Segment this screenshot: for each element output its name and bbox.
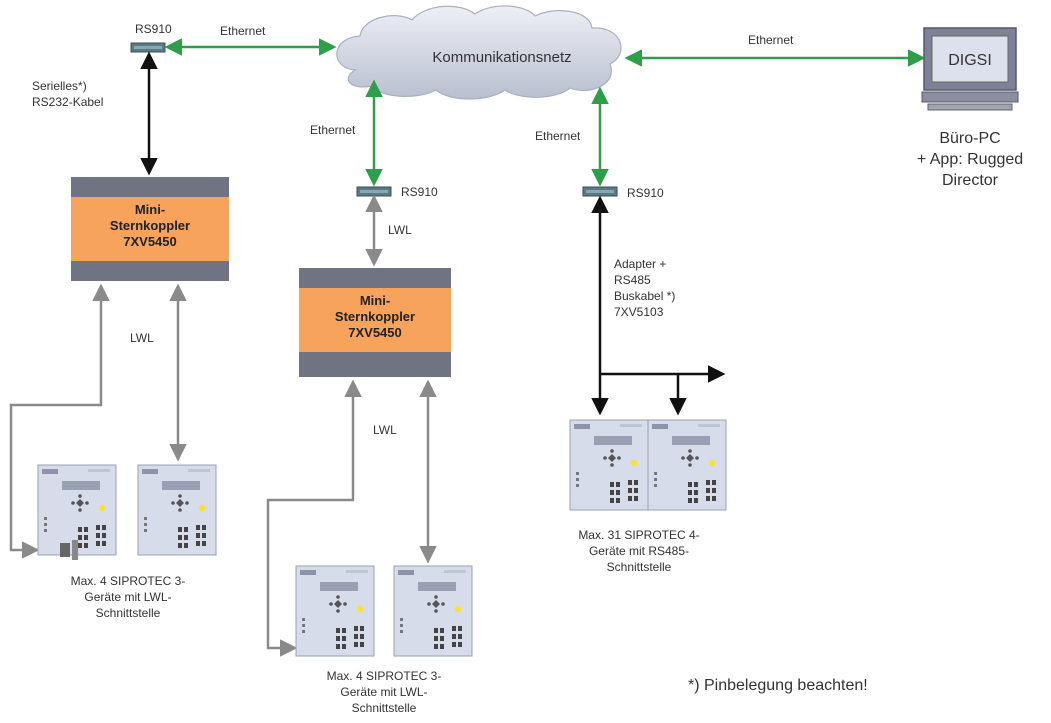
- fiber-link-middle-a: [266, 379, 362, 657]
- rs910-label-middle: RS910: [401, 185, 438, 199]
- lwl-label-middle-bottom: LWL: [373, 423, 397, 437]
- pc-screen-label: DIGSI: [948, 52, 992, 69]
- devices-right-line3: Schnittstelle: [607, 560, 672, 574]
- rs910-device-middle: [356, 186, 392, 197]
- siprotec4-device-right-2: [647, 419, 727, 511]
- footnote: *) Pinbelegung beachten!: [688, 677, 868, 694]
- siprotec3-device-left-2: [137, 464, 217, 556]
- devices-right-line1: Max. 31 SIPROTEC 4-: [578, 528, 699, 542]
- siprotec3-device-middle-2: [393, 565, 473, 657]
- star-coupler-middle: Mini- Sternkoppler 7XV5450: [299, 268, 451, 377]
- pc-caption-line1: Büro-PC: [939, 130, 1000, 147]
- lwl-label-left: LWL: [130, 331, 154, 345]
- ethernet-label-left: Ethernet: [220, 24, 266, 38]
- rs485-bus: [591, 195, 726, 416]
- devices-left-line1: Max. 4 SIPROTEC 3-: [71, 574, 186, 588]
- devices-left-line2: Geräte mit LWL-: [84, 590, 171, 604]
- adapter-line3: Buskabel *): [614, 289, 675, 303]
- ethernet-label-pc: Ethernet: [748, 33, 794, 47]
- adapter-line4: 7XV5103: [614, 305, 664, 319]
- siprotec3-device-middle-1: [295, 565, 375, 657]
- ethernet-label-middle: Ethernet: [310, 123, 356, 137]
- siprotec4-device-right-1: [569, 419, 649, 511]
- star-coupler-left: Mini- Sternkoppler 7XV5450: [71, 177, 229, 281]
- fiber-connector-left: [60, 540, 78, 560]
- coupler-middle-line3: 7XV5450: [348, 325, 402, 340]
- adapter-line2: RS485: [614, 273, 651, 287]
- coupler-left-line3: 7XV5450: [123, 234, 177, 249]
- devices-middle-line3: Schnittstelle: [352, 701, 417, 715]
- pc-caption-line2: + App: Rugged: [917, 151, 1023, 168]
- office-pc: DIGSI: [921, 27, 1019, 111]
- rs910-device-top-left: [130, 42, 166, 53]
- devices-right-line2: Geräte mit RS485-: [589, 544, 689, 558]
- devices-middle-line2: Geräte mit LWL-: [340, 685, 427, 699]
- coupler-left-line1: Mini-: [135, 202, 165, 217]
- cloud: Kommunikationsnetz: [336, 5, 622, 100]
- serial-cable-line2: RS232-Kabel: [32, 95, 103, 109]
- devices-left-line3: Schnittstelle: [96, 606, 161, 620]
- fiber-link-left-a: [9, 283, 110, 559]
- rs910-label-right: RS910: [627, 186, 664, 200]
- rs910-label-top-left: RS910: [135, 22, 172, 36]
- serial-cable-line1: Serielles*): [32, 79, 87, 93]
- coupler-left-line2: Sternkoppler: [110, 218, 190, 233]
- coupler-middle-line2: Sternkoppler: [335, 309, 415, 324]
- devices-middle-line1: Max. 4 SIPROTEC 3-: [327, 669, 442, 683]
- lwl-label-middle-top: LWL: [388, 223, 412, 237]
- cloud-label: Kommunikationsnetz: [432, 49, 571, 66]
- rs910-device-right: [582, 186, 618, 197]
- pc-caption-line3: Director: [942, 172, 999, 189]
- adapter-line1: Adapter +: [614, 257, 666, 271]
- coupler-middle-line1: Mini-: [360, 293, 390, 308]
- ethernet-label-right: Ethernet: [535, 129, 581, 143]
